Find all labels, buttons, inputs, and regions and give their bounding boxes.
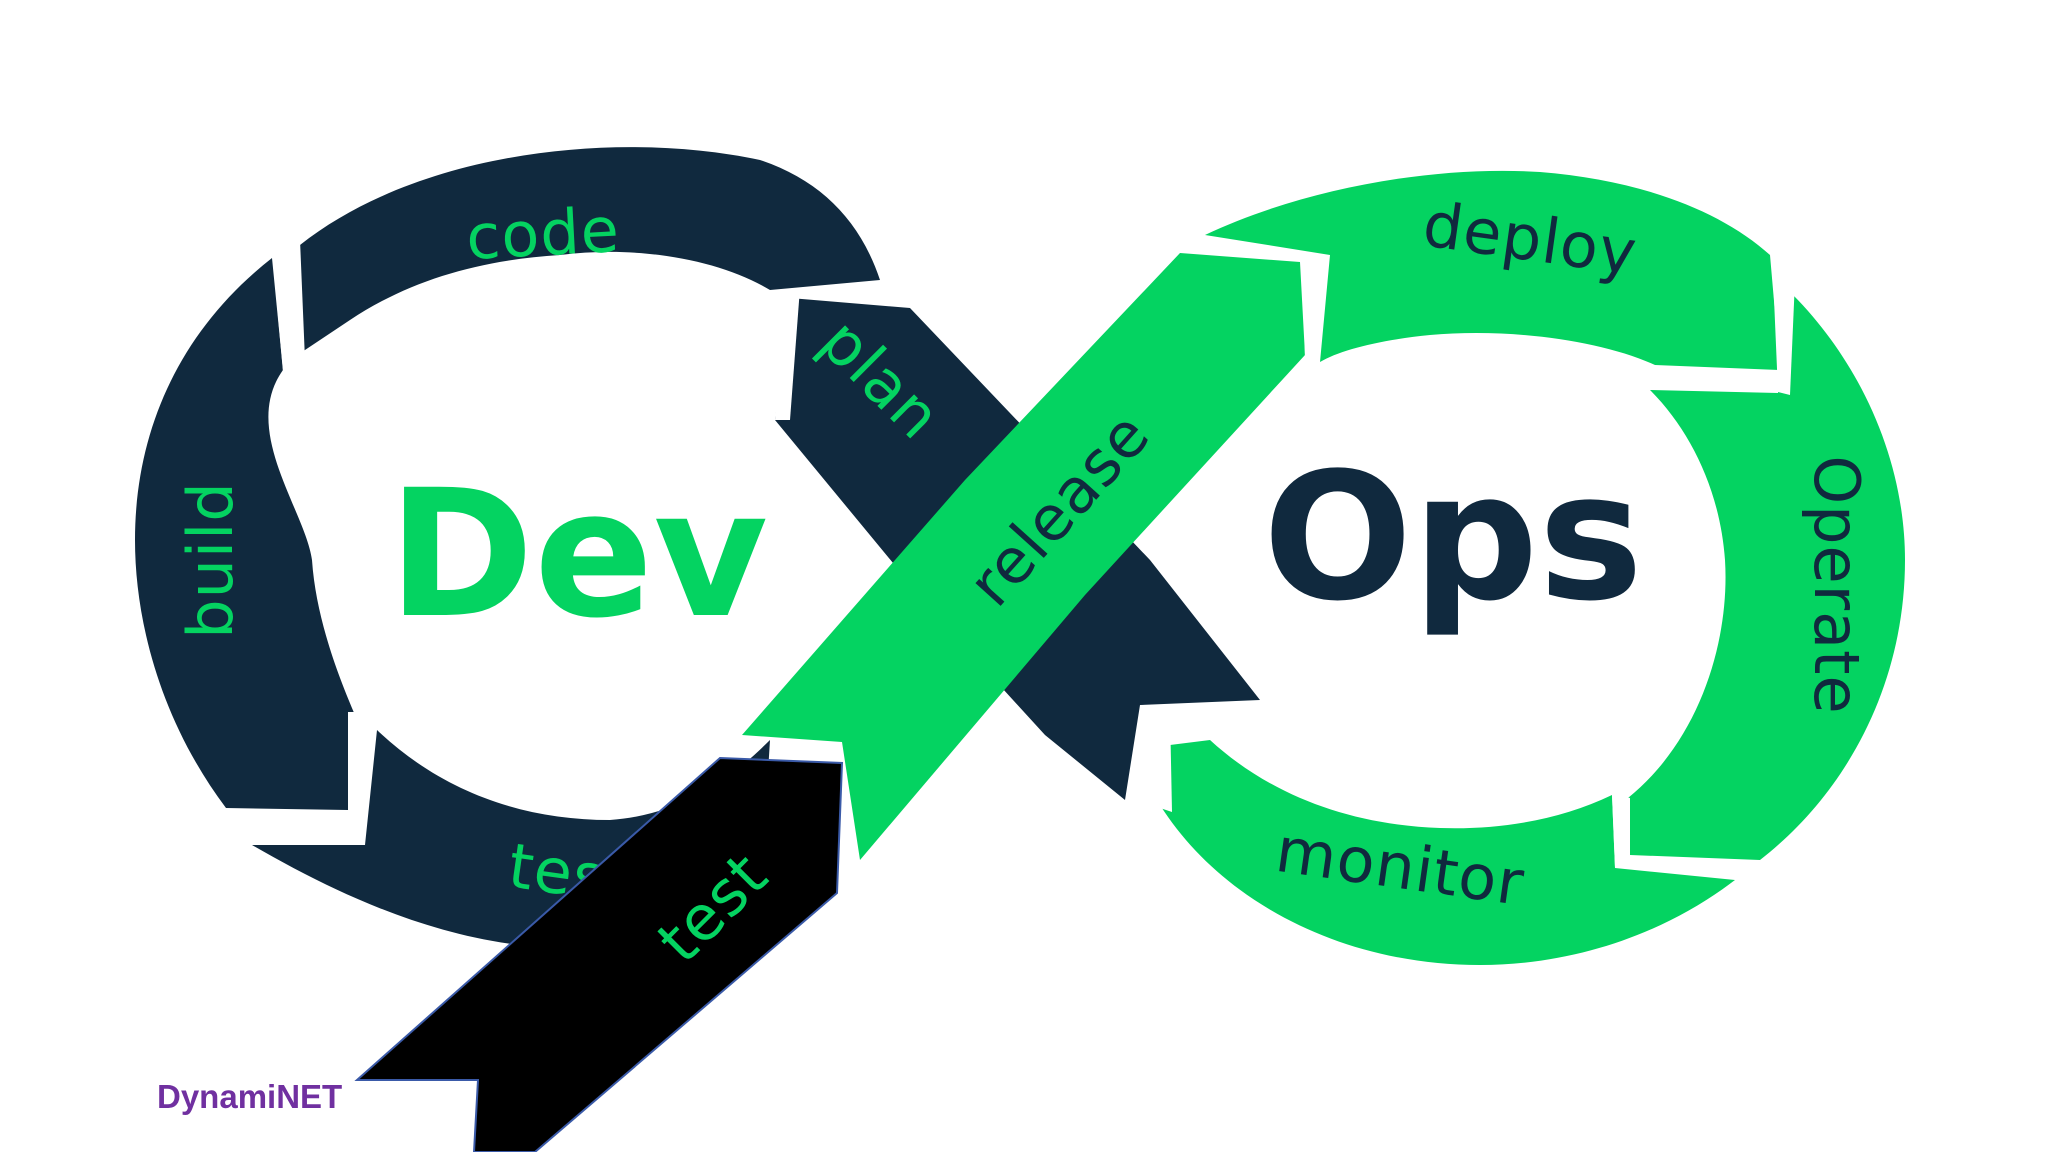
test-overlay-ribbon: test — [354, 756, 844, 1152]
overlay-ribbon-shape — [354, 756, 844, 1152]
segment-monitor — [1155, 715, 1735, 965]
brand-name: DynamiNET — [157, 1078, 343, 1115]
label-build: build — [174, 481, 247, 638]
segment-deploy — [1205, 170, 1780, 370]
segment-build — [135, 258, 355, 810]
segment-release — [742, 253, 1305, 860]
label-code: code — [464, 193, 621, 274]
segment-separators — [272, 240, 1795, 868]
label-operate: Operate — [1800, 455, 1873, 714]
ops-loop — [742, 170, 1905, 965]
segment-operate — [1628, 290, 1905, 860]
segment-code — [290, 147, 880, 360]
center-word-dev: Dev — [388, 452, 768, 657]
center-word-ops: Ops — [1263, 435, 1643, 640]
